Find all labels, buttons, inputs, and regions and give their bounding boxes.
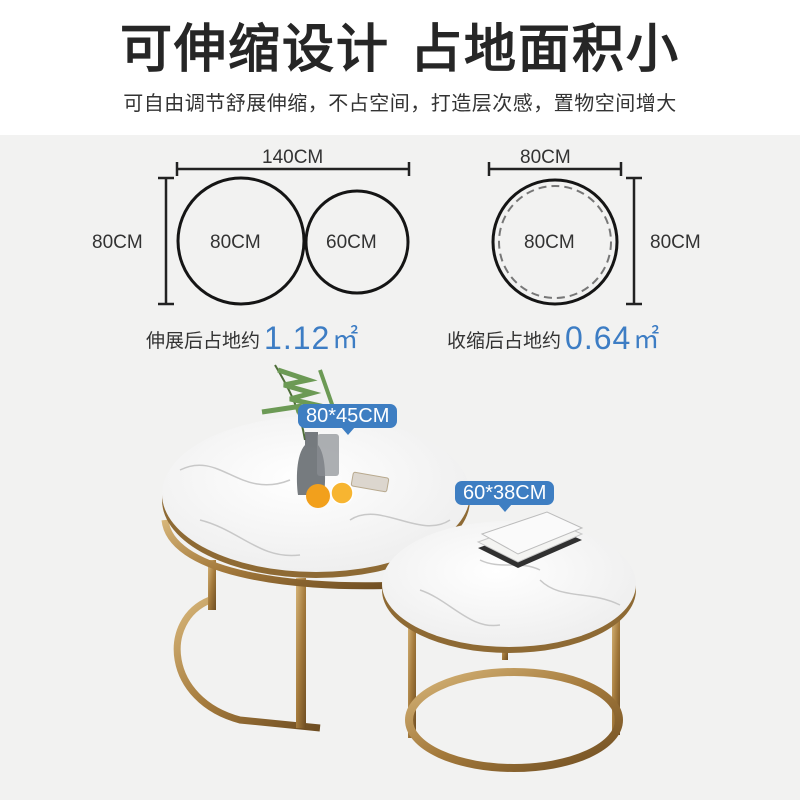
orange-half [330, 481, 354, 505]
expanded-height-dimension-line [158, 176, 174, 306]
header: 可伸缩设计 占地面积小 可自由调节舒展伸缩，不占空间，打造层次感，置物空间增大 [0, 0, 800, 135]
large-table-footprint-circle [176, 176, 306, 306]
large-table-size-badge: 80*45CM [298, 404, 398, 435]
expanded-width-label: 140CM [262, 147, 324, 168]
expanded-height-label: 80CM [92, 232, 143, 253]
small-circle-label: 60CM [326, 232, 377, 253]
books-stack [476, 511, 584, 568]
collapsed-width-dimension-line [487, 162, 623, 176]
collapsed-area-value: 0.64 [565, 320, 632, 356]
collapsed-width-label: 80CM [520, 147, 571, 168]
expanded-area-unit: ㎡ [332, 325, 359, 355]
small-table-top [382, 521, 636, 653]
orange [306, 484, 330, 508]
expanded-width-dimension-line [175, 162, 411, 176]
small-table-size-badge: 60*38CM [455, 481, 555, 512]
collapsed-area-unit: ㎡ [633, 325, 660, 355]
large-circle-label: 80CM [210, 232, 261, 253]
collapsed-inner-dashed-circle [498, 185, 612, 299]
page-title: 可伸缩设计 占地面积小 [119, 20, 681, 80]
collapsed-outer-circle [491, 178, 619, 306]
collapsed-circle-label: 80CM [524, 232, 575, 253]
collapsed-area-caption-text: 收缩后占地约 [447, 330, 562, 352]
collapsed-height-dimension-line [626, 176, 642, 306]
expanded-area-value: 1.12 [264, 320, 331, 356]
expanded-area-caption-text: 伸展后占地约 [146, 330, 261, 352]
large-table-frame [161, 519, 401, 732]
small-table-footprint-circle [304, 189, 410, 295]
glass [317, 434, 339, 476]
collapsed-height-label: 80CM [650, 232, 701, 253]
phone [350, 471, 390, 493]
page-subtitle: 可自由调节舒展伸缩，不占空间，打造层次感，置物空间增大 [123, 91, 677, 115]
